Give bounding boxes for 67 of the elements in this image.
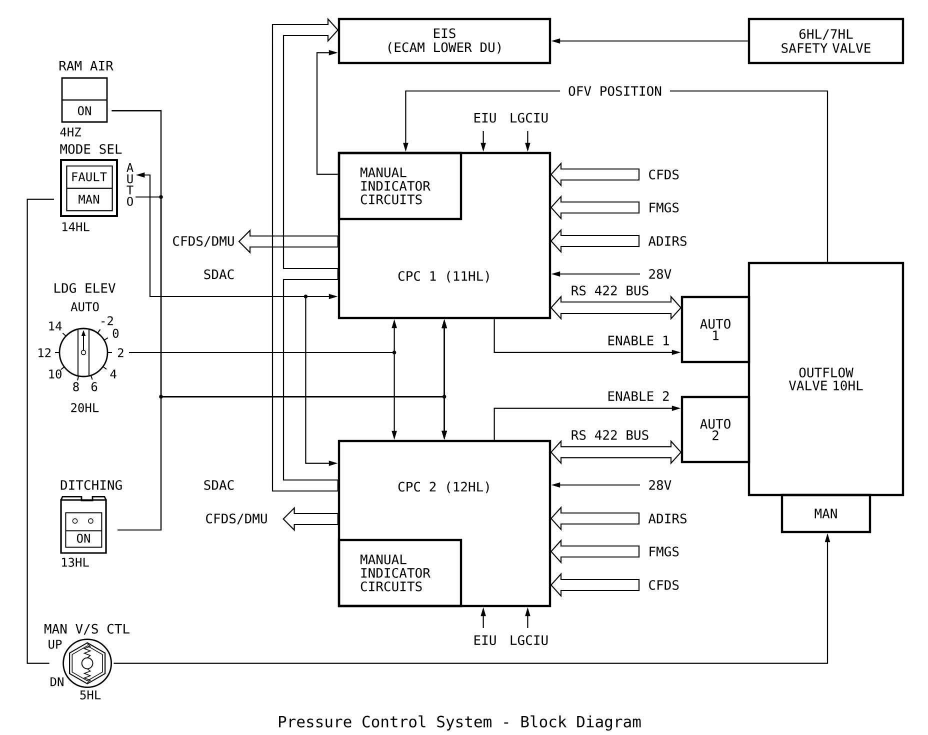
- block-box: AUTO 1: [680, 296, 750, 364]
- scale-number: 2: [118, 348, 124, 358]
- block-box: OUTFLOW VALVE 10HL: [748, 262, 904, 496]
- control-label: MODE SEL: [60, 144, 122, 154]
- guarded-pushbutton: ON: [60, 496, 107, 554]
- control-label: DITCHING: [60, 480, 122, 490]
- signal-label: SDAC: [204, 480, 234, 490]
- signal-label: CFDS/DMU: [206, 514, 267, 524]
- edge-label: ENABLE 2: [606, 390, 671, 402]
- hollow-arrow: [550, 228, 640, 254]
- position-label: AUTO: [126, 163, 134, 206]
- signal-label: CFDS/DMU: [173, 236, 234, 247]
- scale-number: 0: [112, 328, 119, 338]
- hollow-arrow: [550, 195, 640, 220]
- position-label: UP: [48, 640, 62, 649]
- arrow: [316, 50, 338, 175]
- block-box: EIS (ECAM LOWER DU): [338, 18, 552, 64]
- signal-label: EIU: [474, 113, 496, 123]
- control-label: MAN V/S CTL: [44, 624, 130, 635]
- control-label: LDG ELEV: [54, 283, 116, 293]
- position-label: AUTO: [70, 302, 99, 312]
- block-box: 6HL/7HL SAFETY VALVE: [748, 18, 904, 64]
- scale-number: 8: [73, 382, 79, 392]
- line: [26, 198, 54, 664]
- pushbutton: ON: [61, 77, 108, 123]
- edge-label: OFV POSITION: [560, 85, 670, 97]
- signal-label: EIU: [474, 635, 496, 646]
- hollow-arrow: [550, 506, 640, 531]
- hollow-arrow: [550, 162, 640, 187]
- block-box: AUTO 2: [680, 396, 750, 464]
- arrow: [118, 396, 447, 531]
- signal-label: LGCIU: [510, 112, 548, 123]
- circuit-box: MANUAL INDICATOR CIRCUITS: [338, 538, 462, 608]
- id-label: 14HL: [62, 222, 90, 232]
- signal-label: FMGS: [650, 546, 679, 556]
- signal-label: SDAC: [204, 269, 234, 280]
- caption: Pressure Control System - Block Diagram: [279, 715, 641, 731]
- signal-label: LGCIU: [510, 635, 548, 646]
- signal-label: CFDS: [649, 580, 679, 590]
- scale-number: 12: [38, 348, 51, 358]
- scale-number: 6: [91, 382, 98, 392]
- id-label: 5HL: [80, 690, 101, 700]
- hollow-arrow: [282, 506, 338, 532]
- signal-label: 28V: [649, 480, 672, 490]
- hollow-arrow: [550, 539, 640, 564]
- signal-label: FMGS: [650, 202, 679, 212]
- circuit-box: MANUAL INDICATOR CIRCUITS: [338, 152, 462, 220]
- position-label: DN: [50, 677, 64, 686]
- hollow-arrow: [238, 229, 338, 254]
- edge-label: RS 422 BUS: [570, 429, 650, 441]
- scale-number: -2: [102, 316, 113, 326]
- control-label: RAM AIR: [60, 60, 114, 70]
- id-label: 13HL: [62, 558, 89, 567]
- signal-label: CFDS: [649, 170, 679, 180]
- edge-label: ENABLE 1: [606, 334, 671, 346]
- signal-label: ADIRS: [648, 514, 686, 524]
- hollow-arrow: [550, 295, 682, 320]
- edge-label: RS 422 BUS: [570, 284, 650, 296]
- signal-label: ADIRS: [648, 236, 686, 246]
- id-label: 20HL: [71, 403, 99, 412]
- id-label: 4HZ: [60, 128, 81, 136]
- scale-number: 14: [49, 322, 62, 330]
- signal-label: 28V: [649, 269, 672, 279]
- block-box: MAN: [780, 494, 872, 534]
- hollow-arrow: [550, 440, 682, 465]
- hollow-arrow: [550, 572, 640, 598]
- pushbutton: FAULT MAN: [60, 159, 118, 217]
